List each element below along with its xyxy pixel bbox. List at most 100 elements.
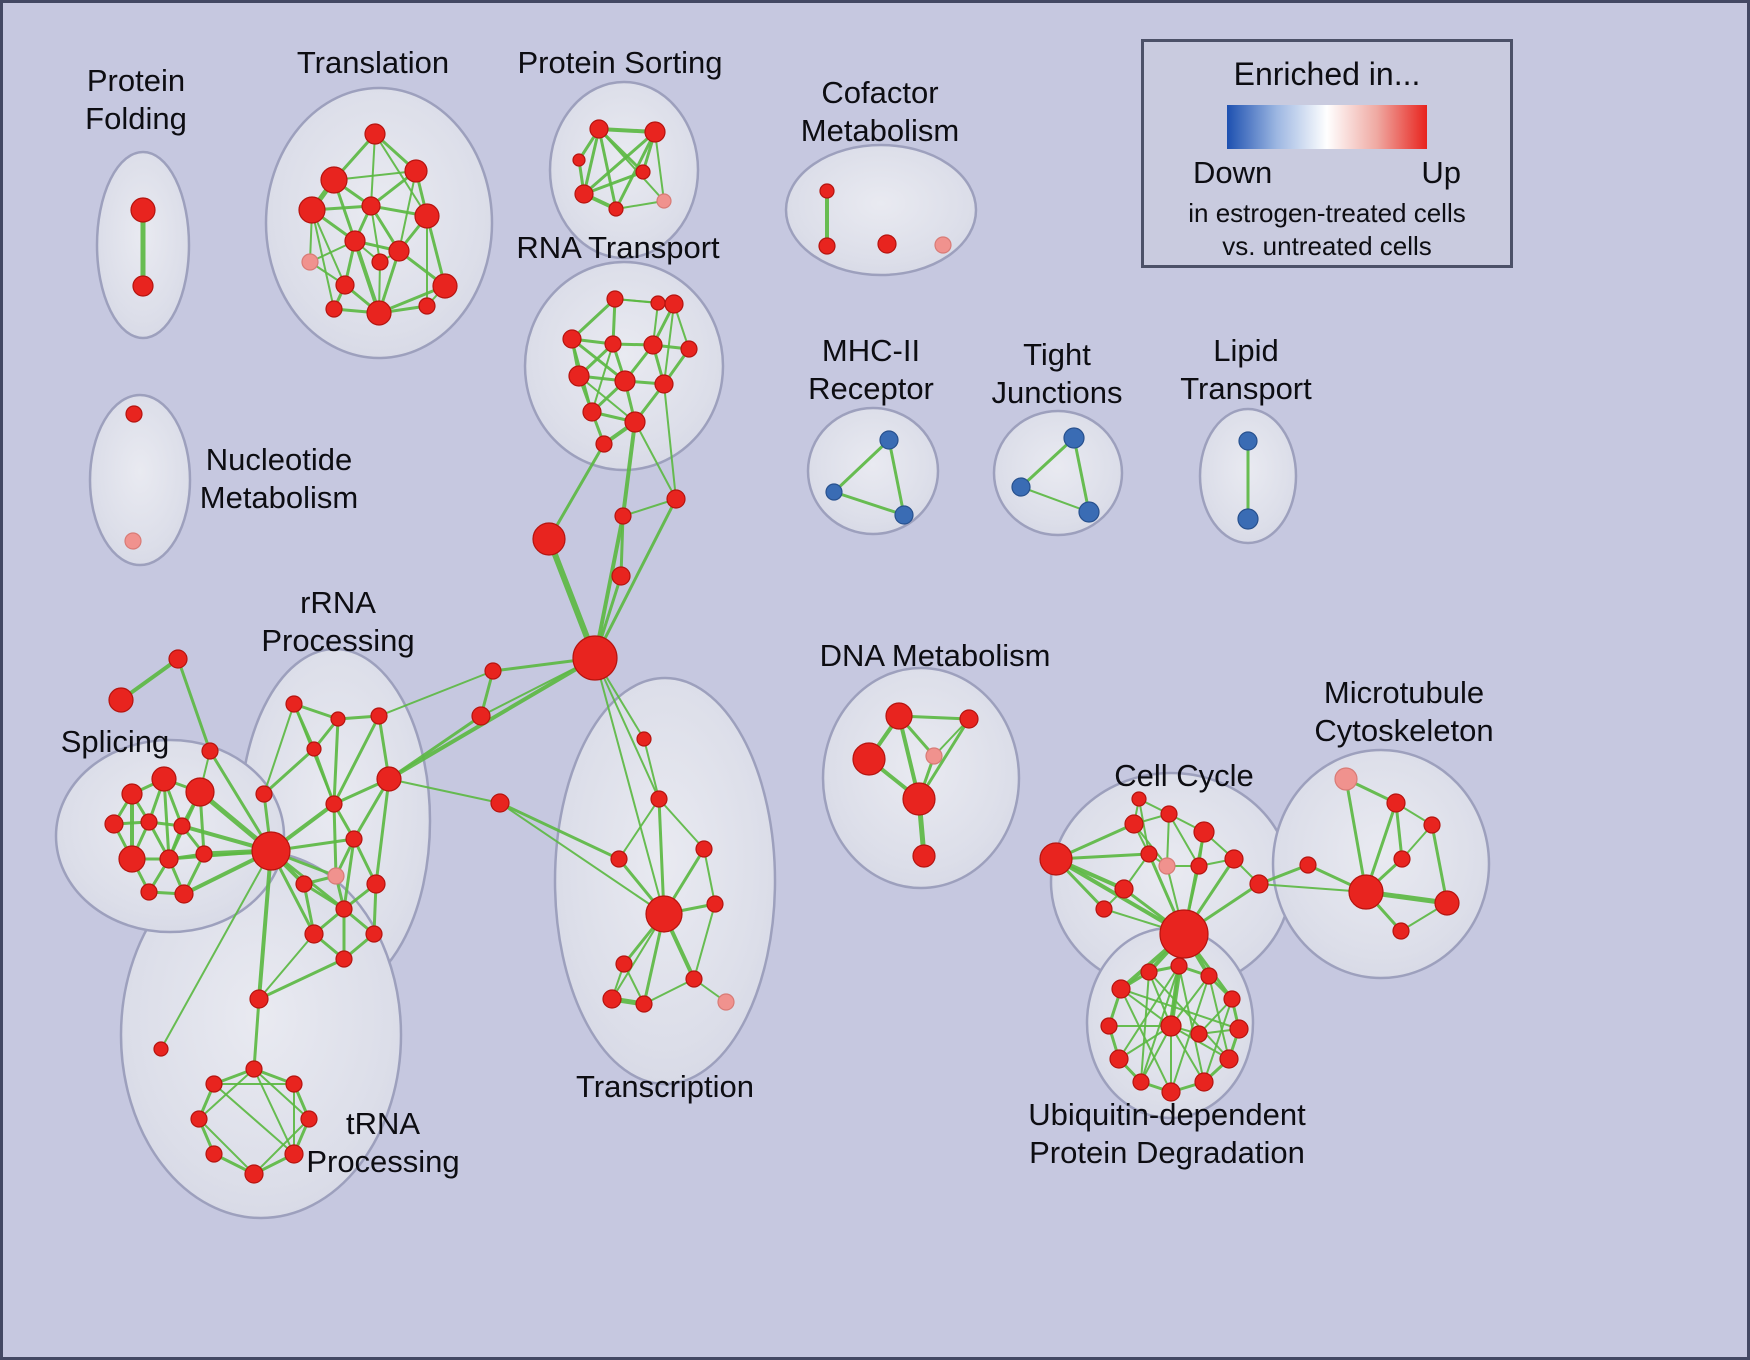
- network-edge: [1020, 486, 1090, 513]
- network-edge: [1118, 965, 1180, 1060]
- network-node-cc4: [1140, 845, 1158, 863]
- network-node-ps5: [635, 164, 651, 180]
- network-node-ub11: [1100, 1017, 1118, 1035]
- network-edge: [1430, 823, 1449, 905]
- network-node-ub9: [1132, 1073, 1150, 1091]
- network-node-rr12: [304, 924, 324, 944]
- network-edge: [887, 438, 906, 517]
- network-node-tn2: [245, 1060, 263, 1078]
- network-edge: [263, 703, 295, 795]
- network-edge: [1344, 777, 1368, 894]
- network-edge: [387, 656, 597, 781]
- network-edge: [1208, 975, 1230, 1060]
- network-node-mt5: [1348, 874, 1384, 910]
- network-node-tx6: [615, 955, 633, 973]
- network-node-rr10: [366, 874, 386, 894]
- network-edge: [615, 200, 665, 210]
- network-node-tx8: [635, 995, 653, 1013]
- network-edge: [643, 978, 695, 1005]
- network-edge: [253, 1068, 310, 1120]
- network-node-rr0: [285, 695, 303, 713]
- network-node-ub13: [1190, 1025, 1208, 1043]
- cluster-label-transcription: Transcription: [576, 1069, 754, 1104]
- network-edge: [374, 777, 391, 886]
- network-edge: [1178, 965, 1205, 1083]
- network-edge: [1140, 965, 1180, 1083]
- network-edge: [262, 747, 316, 796]
- network-node-cn5: [484, 662, 502, 680]
- network-node-cf1: [818, 237, 836, 255]
- legend-up-label: Up: [1421, 155, 1461, 190]
- network-node-cn2: [532, 522, 566, 556]
- network-node-rt5: [680, 340, 698, 358]
- network-node-sp8: [195, 845, 213, 863]
- cluster-label-dna-metabolism: DNA Metabolism: [820, 638, 1051, 673]
- network-node-dn0: [885, 702, 913, 730]
- network-node-rr9: [295, 875, 313, 893]
- cluster-ellipse-microtubule-cytoskeleton: [1271, 748, 1491, 980]
- network-node-mt2: [1423, 816, 1441, 834]
- network-node-ps6: [572, 153, 586, 167]
- network-node-rt11: [595, 435, 613, 453]
- network-node-rt7: [614, 370, 636, 392]
- network-node-tj1: [1011, 477, 1031, 497]
- network-node-tx2: [695, 840, 713, 858]
- network-node-ub7: [1194, 1072, 1214, 1092]
- network-edge: [253, 1118, 310, 1175]
- network-edge: [1170, 1025, 1205, 1083]
- network-edge: [1168, 813, 1200, 867]
- network-edge: [160, 850, 272, 1050]
- network-node-cn4: [572, 635, 618, 681]
- network-node-tx5: [706, 895, 724, 913]
- network-node-rr15: [255, 785, 273, 803]
- network-node-ub8: [1161, 1082, 1181, 1102]
- network-node-tr1: [108, 687, 134, 713]
- network-node-rr8: [327, 867, 345, 885]
- network-node-tn4: [190, 1110, 208, 1128]
- network-node-rt9: [582, 402, 602, 422]
- network-node-ps3: [608, 201, 624, 217]
- network-node-ub4: [1223, 990, 1241, 1008]
- network-edge: [658, 798, 705, 850]
- network-edge: [597, 127, 618, 211]
- network-node-cc1: [1124, 814, 1144, 834]
- network-edge: [1203, 998, 1233, 1083]
- network-edge: [198, 1118, 255, 1175]
- network-node-tn9: [153, 1041, 169, 1057]
- network-node-mh1: [825, 483, 843, 501]
- network-node-t0: [364, 123, 386, 145]
- network-edge: [257, 957, 346, 1001]
- network-node-mh0: [879, 430, 899, 450]
- network-edge: [594, 657, 660, 800]
- node-layer: [104, 119, 1460, 1184]
- network-node-ub6: [1219, 1049, 1239, 1069]
- network-edge: [582, 130, 657, 196]
- network-node-tx3: [610, 850, 628, 868]
- network-edge: [597, 127, 645, 174]
- network-edge: [634, 421, 677, 500]
- network-node-sp5: [173, 817, 191, 835]
- legend-caption-line2: vs. untreated cells: [1222, 231, 1432, 261]
- network-node-nu1: [124, 532, 142, 550]
- network-edge: [593, 514, 625, 660]
- network-edge: [570, 337, 627, 383]
- network-edge: [643, 738, 660, 800]
- network-edge: [332, 802, 338, 878]
- cluster-label-rna-transport: RNA Transport: [516, 230, 720, 265]
- network-edge: [1140, 971, 1150, 1083]
- network-node-tx7: [685, 970, 703, 988]
- network-node-tr2: [201, 742, 219, 760]
- network-edge: [176, 657, 212, 753]
- network-edge: [311, 209, 346, 286]
- network-node-nu0: [125, 405, 143, 423]
- network-node-mt7: [1392, 922, 1410, 940]
- network-node-t4: [361, 196, 381, 216]
- network-node-ub2: [1170, 957, 1188, 975]
- network-node-rt1: [664, 294, 684, 314]
- network-node-cc6: [1190, 857, 1208, 875]
- network-node-rr4: [376, 766, 402, 792]
- cluster-label-splicing: Splicing: [61, 724, 170, 759]
